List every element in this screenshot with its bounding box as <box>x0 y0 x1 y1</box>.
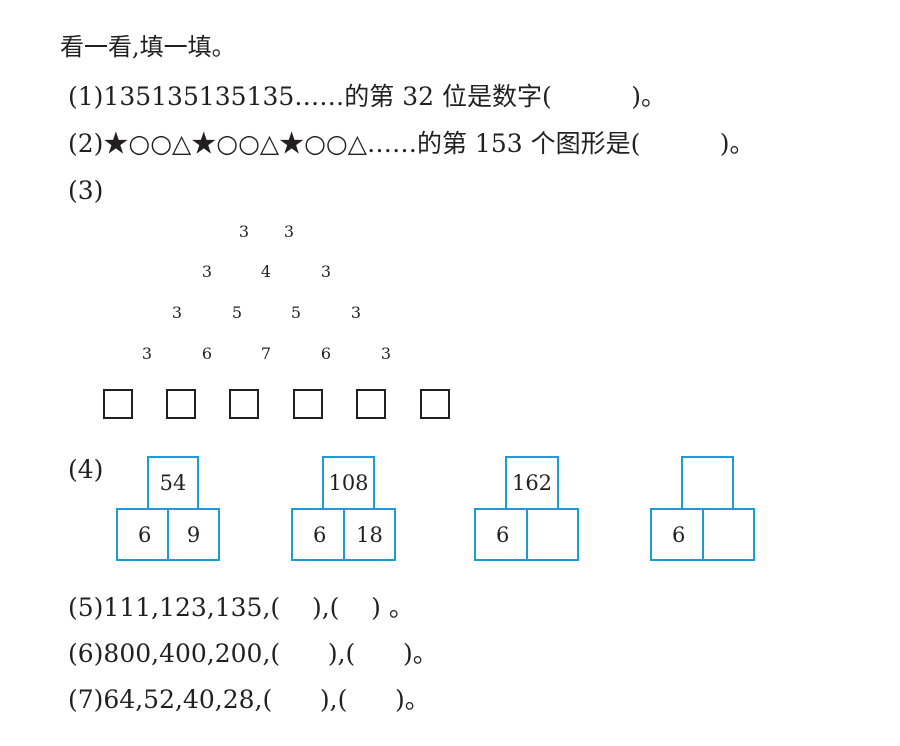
diagram-left-cell: 6 <box>116 508 169 561</box>
diagram-top-cell[interactable] <box>681 456 734 510</box>
question-7: (7)64,52,40,28,( ),( )。 <box>68 685 430 714</box>
triangle-number: 7 <box>260 344 272 363</box>
question-2: (2)★○○△★○○△★○○△……的第 153 个图形是( )。 <box>68 129 755 158</box>
triangle-number: 5 <box>231 303 243 322</box>
diagram-left-cell: 6 <box>650 508 704 561</box>
question-3-label: (3) <box>68 176 104 205</box>
triangle-number: 3 <box>141 344 153 363</box>
triangle-number: 3 <box>380 344 392 363</box>
triangle-number: 3 <box>320 262 332 281</box>
triangle-number: 4 <box>260 262 272 281</box>
triangle-number: 3 <box>238 222 250 241</box>
answer-box[interactable] <box>166 389 196 419</box>
triangle-number: 3 <box>350 303 362 322</box>
answer-box[interactable] <box>420 389 450 419</box>
diagram-right-cell[interactable] <box>702 508 755 561</box>
diagram-left-cell: 6 <box>291 508 345 561</box>
diagram-left-cell: 6 <box>474 508 528 561</box>
triangle-number: 3 <box>171 303 183 322</box>
diagram-right-cell[interactable] <box>526 508 579 561</box>
question-1: (1)135135135135……的第 32 位是数字( )。 <box>68 82 666 111</box>
diagram-top-cell: 54 <box>147 456 199 510</box>
question-5: (5)111,123,135,( ),( ) 。 <box>68 593 414 622</box>
diagram-top-cell: 108 <box>322 456 375 510</box>
triangle-number: 5 <box>290 303 302 322</box>
triangle-number: 6 <box>320 344 332 363</box>
triangle-number: 3 <box>283 222 295 241</box>
answer-box[interactable] <box>293 389 323 419</box>
diagram-right-cell: 9 <box>167 508 220 561</box>
answer-box[interactable] <box>229 389 259 419</box>
triangle-number: 6 <box>201 344 213 363</box>
exercise-title: 看一看,填一填。 <box>60 33 236 61</box>
question-4-label: (4) <box>68 455 104 484</box>
diagram-top-cell: 162 <box>505 456 559 510</box>
diagram-right-cell: 18 <box>343 508 396 561</box>
answer-box[interactable] <box>356 389 386 419</box>
triangle-number: 3 <box>201 262 213 281</box>
question-6: (6)800,400,200,( ),( )。 <box>68 639 438 668</box>
answer-box[interactable] <box>103 389 133 419</box>
